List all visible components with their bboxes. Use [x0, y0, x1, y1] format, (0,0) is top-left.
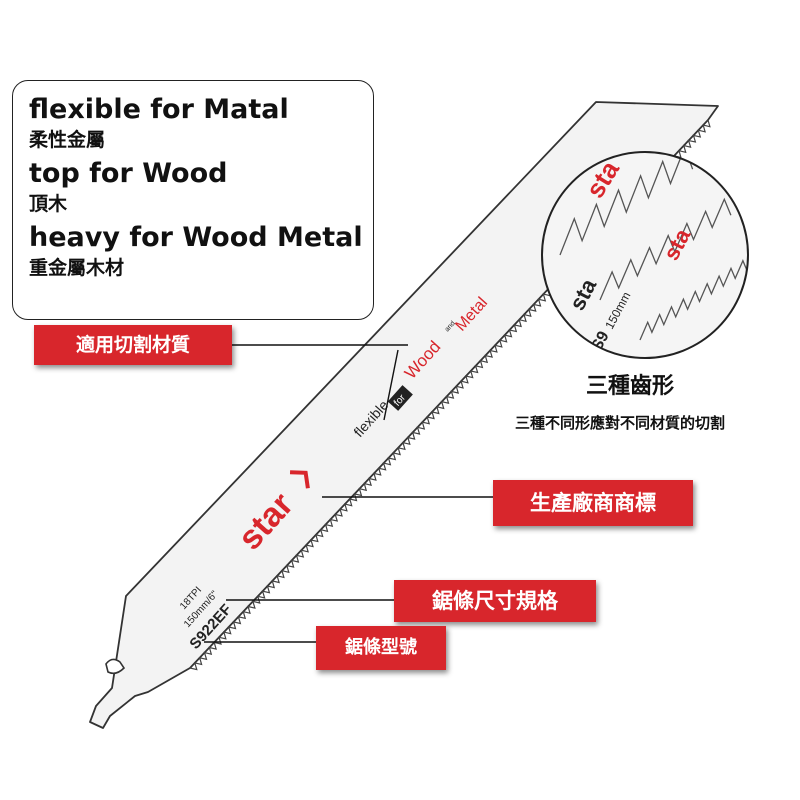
teeth-magnifier: sta sta sta 150mm S9 — [541, 151, 749, 359]
brand-arrow-icon — [289, 470, 310, 489]
legend-item-2-en: top for Wood — [29, 158, 228, 189]
blade-mount-hole — [105, 658, 126, 675]
legend-item-3-en: heavy for Wood Metal — [29, 222, 363, 253]
callout-brand: 生產廠商商標 — [493, 480, 693, 526]
legend-item-2-zh: 頂木 — [29, 193, 68, 215]
legend-box: flexible for Matal 柔性金屬 top for Wood 頂木 … — [12, 80, 374, 320]
callout-size: 鋸條尺寸規格 — [394, 580, 596, 622]
callout-material: 適用切割材質 — [34, 325, 232, 365]
teeth-title: 三種齒形 — [585, 374, 674, 399]
for-badge — [387, 385, 413, 411]
callout-model: 鋸條型號 — [316, 626, 446, 670]
legend-item-3-zh: 重金屬木材 — [29, 257, 125, 279]
material-divider — [383, 349, 399, 421]
teeth-description: 三種不同形應對不同材質的切割 — [514, 414, 725, 432]
legend-item-1-en: flexible for Matal — [29, 94, 289, 125]
legend-item-1-zh: 柔性金屬 — [29, 129, 106, 151]
